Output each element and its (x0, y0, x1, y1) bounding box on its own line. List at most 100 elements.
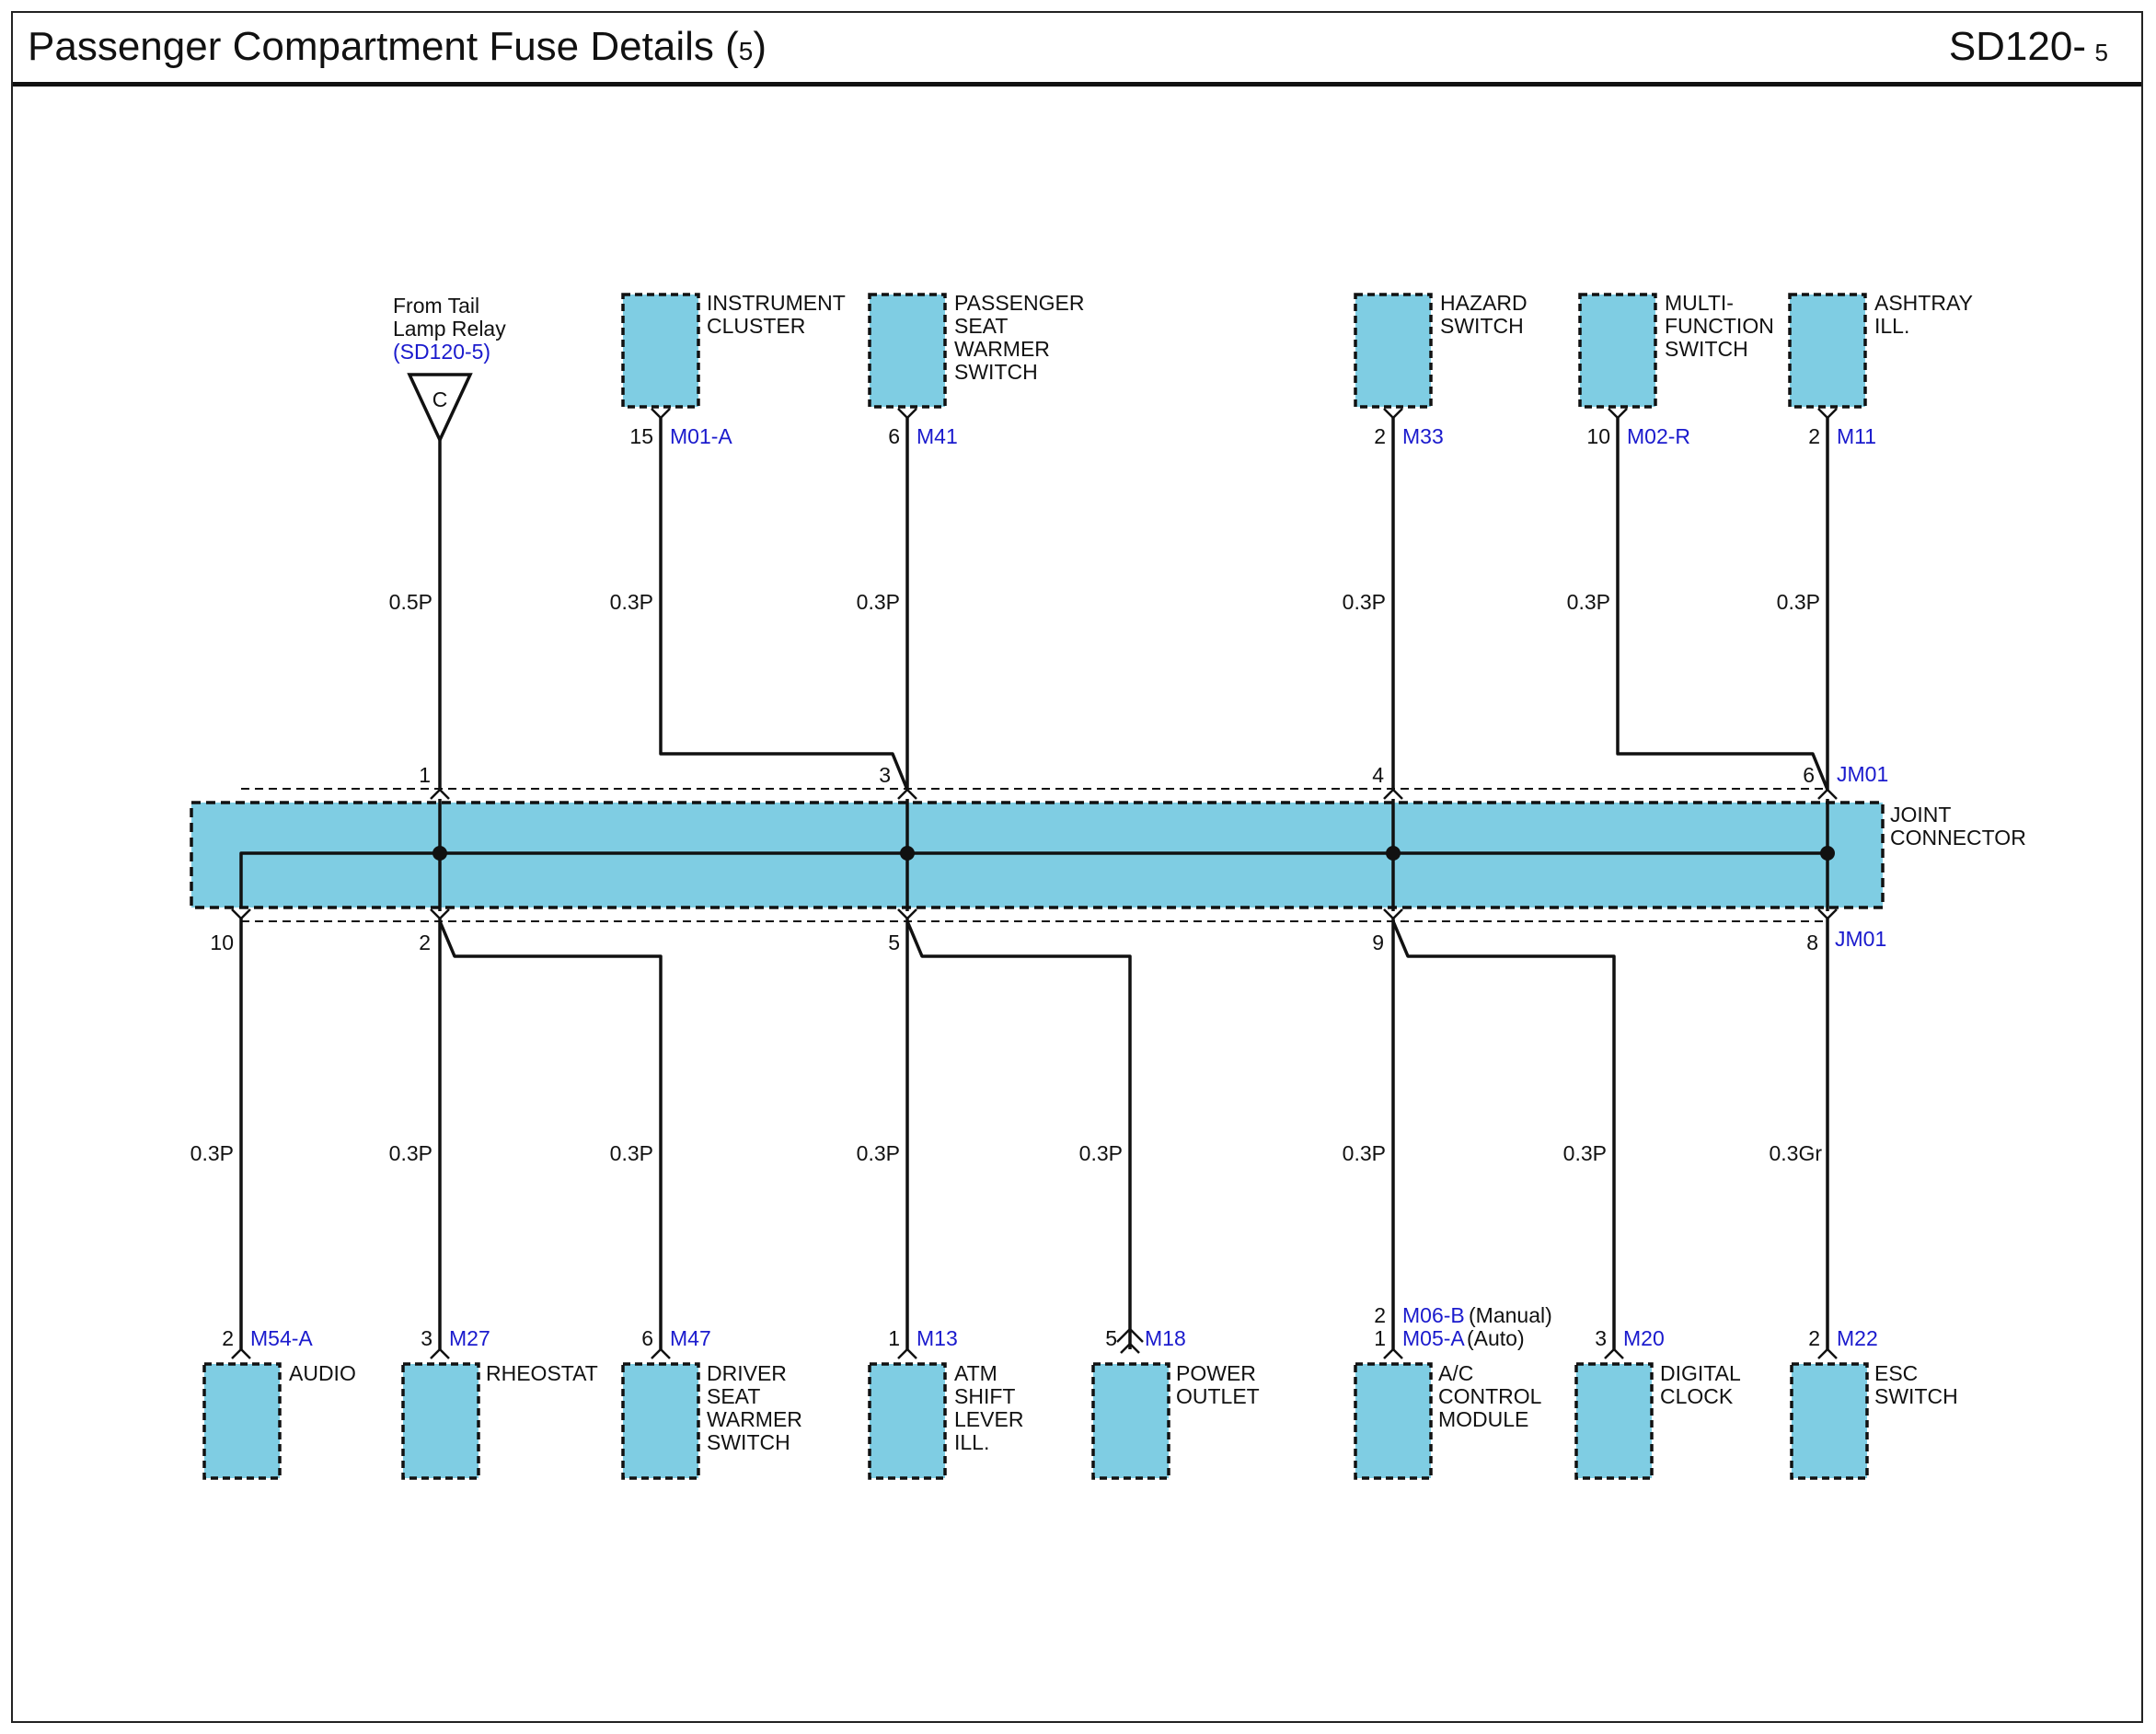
instrument-pin-arrow (651, 408, 671, 420)
source-terminal-triangle (407, 373, 473, 445)
pseat-connector-id: M41 (917, 424, 958, 448)
pseat-pin-arrow (897, 408, 917, 420)
esc-wire-spec: 0.3Gr (1769, 1141, 1822, 1165)
rheostat-label-1: RHEOSTAT (486, 1361, 598, 1385)
instrument-cluster-label-2: CLUSTER (707, 314, 805, 338)
jpin-label-5: 5 (888, 931, 900, 954)
ac-label-1: A/C (1438, 1361, 1473, 1385)
atm-wire-spec: 0.3P (857, 1141, 900, 1165)
instrument-cluster-label-1: INSTRUMENT (707, 291, 846, 315)
source-label-2: Lamp Relay (393, 317, 506, 341)
joint-connector: JOINT CONNECTOR JM01 JM01 (190, 762, 2026, 951)
multi-wire-spec: 0.3P (1567, 590, 1610, 614)
jpin-arrow-4 (1383, 788, 1403, 800)
jpin-label-6: 6 (1803, 763, 1815, 787)
hazard-connector-id: M33 (1402, 424, 1444, 448)
dseat-wire-spec: 0.3P (610, 1141, 653, 1165)
top-components: INSTRUMENT CLUSTER 15 M01-A 0.3P PASSENG… (610, 291, 1973, 791)
multi-label-1: MULTI- (1665, 291, 1734, 315)
esc-label-1: ESC (1874, 1361, 1918, 1385)
atm-label-3: LEVER (954, 1407, 1023, 1431)
header-bar: Passenger Compartment Fuse Details (5) S… (13, 13, 2141, 87)
pseat-label-1: PASSENGER (954, 291, 1084, 315)
diagram-frame (11, 11, 2143, 1723)
audio-label-1: AUDIO (289, 1361, 356, 1385)
rheostat-pin: 3 (421, 1326, 432, 1350)
splice-dot-2 (900, 846, 915, 861)
multi-function-switch-box (1578, 293, 1657, 409)
jpin-arrow-6 (1817, 788, 1838, 800)
power-label-1: POWER (1176, 1361, 1256, 1385)
dseat-label-2: SEAT (707, 1384, 760, 1408)
power-label-2: OUTLET (1176, 1384, 1260, 1408)
ac-pin-arrow (1383, 1347, 1403, 1359)
ac-label-2: CONTROL (1438, 1384, 1542, 1408)
ac-note-manual: (Manual) (1469, 1303, 1552, 1327)
jpin-label-4: 4 (1372, 763, 1384, 787)
ac-note-auto: (Auto) (1467, 1326, 1525, 1350)
hazard-pin-arrow (1383, 408, 1403, 420)
ac-pin-manual: 2 (1374, 1303, 1386, 1327)
ashtray-pin-arrow (1817, 408, 1838, 420)
clock-connector-id: M20 (1623, 1326, 1665, 1350)
page-title: Passenger Compartment Fuse Details (5) (28, 24, 767, 69)
dseat-pin-arrow (651, 1347, 671, 1359)
ac-pin-auto: 1 (1374, 1326, 1386, 1350)
ashtray-connector-id: M11 (1837, 424, 1876, 448)
pseat-pin: 6 (888, 424, 900, 448)
power-pin: 5 (1105, 1326, 1117, 1350)
joint-bus-line (239, 851, 1827, 907)
dseat-pin: 6 (641, 1326, 653, 1350)
joint-connector-body (190, 801, 1885, 909)
joint-id-top: JM01 (1837, 762, 1888, 786)
multi-label-2: FUNCTION (1665, 314, 1774, 338)
jpin-label-2: 2 (419, 931, 431, 954)
pseat-wire-spec: 0.3P (857, 590, 900, 614)
ac-connector-manual: M06-B (1402, 1303, 1465, 1327)
ac-label-3: MODULE (1438, 1407, 1528, 1431)
jpin-arrow-3 (897, 788, 917, 800)
source-ref: (SD120-5) (393, 340, 490, 364)
multi-connector-id: M02-R (1627, 424, 1690, 448)
instrument-pin: 15 (629, 424, 653, 448)
sheet-code-subscript: 5 (2094, 39, 2108, 66)
jpin-label-9: 9 (1372, 931, 1384, 954)
jpin-label-3: 3 (879, 763, 891, 787)
clock-wire-spec: 0.3P (1563, 1141, 1607, 1165)
rheostat-wire-spec: 0.3P (389, 1141, 432, 1165)
power-connector-id: M18 (1145, 1326, 1186, 1350)
clock-label-1: DIGITAL (1660, 1361, 1741, 1385)
dseat-label-1: DRIVER (707, 1361, 787, 1385)
ac-control-module-box (1354, 1362, 1433, 1480)
audio-wire-spec: 0.3P (190, 1141, 234, 1165)
atm-label-1: ATM (954, 1361, 997, 1385)
audio-connector-id: M54-A (250, 1326, 313, 1350)
source-wire-spec: 0.5P (389, 590, 432, 614)
atm-label-4: ILL. (954, 1430, 989, 1454)
pseat-label-2: SEAT (954, 314, 1008, 338)
esc-connector-id: M22 (1837, 1326, 1878, 1350)
audio-pin-arrow (231, 1347, 251, 1359)
pseat-label-3: WARMER (954, 337, 1050, 361)
jpin-label-1: 1 (419, 763, 431, 787)
esc-label-2: SWITCH (1874, 1384, 1958, 1408)
ashtray-ill-box (1788, 293, 1867, 409)
multi-wire (1616, 418, 1829, 791)
atm-shift-lever-box (868, 1362, 947, 1480)
jpin-label-8: 8 (1806, 931, 1818, 954)
clock-pin-arrow (1604, 1347, 1624, 1359)
hazard-switch-box (1354, 293, 1433, 409)
power-outlet-box (1091, 1362, 1170, 1480)
splice-dot-1 (432, 846, 447, 861)
atm-label-2: SHIFT (954, 1384, 1015, 1408)
joint-id-bottom: JM01 (1835, 927, 1886, 951)
hazard-label-2: SWITCH (1440, 314, 1524, 338)
rheostat-connector-id: M27 (449, 1326, 490, 1350)
splice-dot-3 (1386, 846, 1401, 861)
dseat-label-3: WARMER (707, 1407, 802, 1431)
hazard-pin: 2 (1374, 424, 1386, 448)
audio-box (202, 1362, 282, 1480)
ac-wire-spec: 0.3P (1343, 1141, 1386, 1165)
pseat-label-4: SWITCH (954, 360, 1038, 384)
